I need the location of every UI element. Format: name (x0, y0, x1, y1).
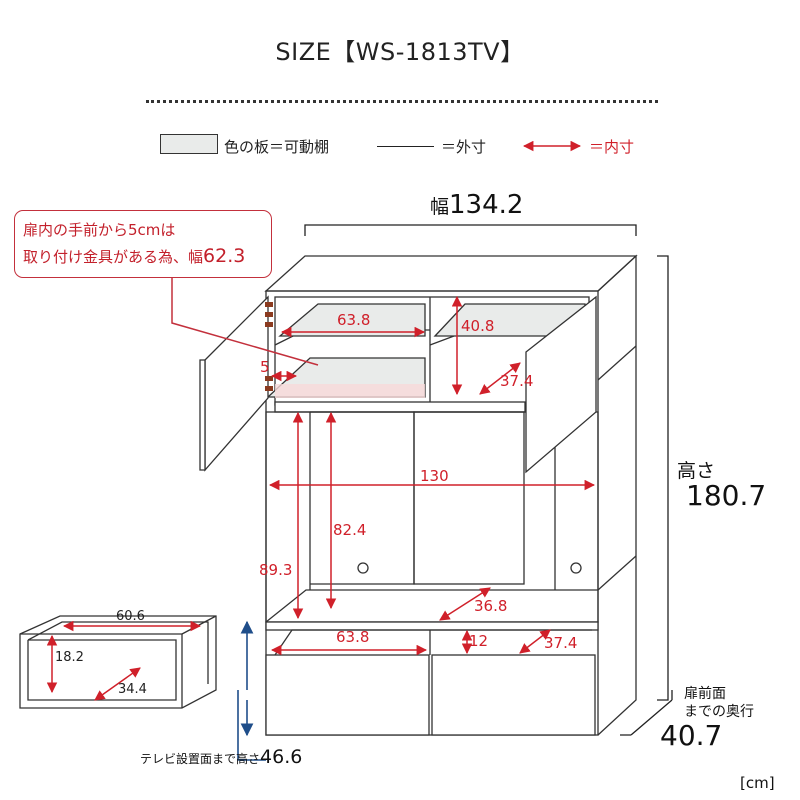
legend-outer-label: ＝外寸 (441, 138, 487, 156)
open-doors (199, 295, 597, 474)
arrow-drawer-depth (94, 667, 141, 701)
note-line-1: 扉内の手前から5cmは (23, 221, 176, 239)
unit-label: [cm] (740, 774, 775, 792)
width-label: 幅134.2 (430, 190, 523, 220)
depth-bracket (620, 690, 673, 736)
dim-middle-width: 130 (420, 467, 449, 485)
dim-lower-right-height: 12 (469, 632, 489, 650)
page-title: SIZE【WS-1813TV】 (275, 38, 525, 66)
note-callout: 扉内の手前から5cmは 取り付け金具がある為、幅62.3 (14, 210, 272, 278)
note-line-2-prefix: 取り付け金具がある為、幅 (23, 248, 204, 266)
dim-lower-right-depth: 37.4 (544, 634, 578, 652)
dim-drawer-height: 18.2 (55, 650, 84, 665)
hinges (265, 302, 273, 391)
dim-upper-right-height: 40.8 (461, 317, 495, 335)
drawer-inset (19, 615, 217, 709)
width-prefix: 幅 (430, 196, 450, 218)
legend-outer-line (377, 146, 434, 147)
height-value: 180.7 (686, 479, 767, 512)
dim-middle-depth: 36.8 (474, 597, 508, 615)
dim-bracket: 5 (260, 358, 270, 376)
depth-prefix-2: までの奥行 (684, 704, 754, 720)
depth-value: 40.7 (660, 719, 723, 752)
tv-height-value: 46.6 (260, 746, 303, 768)
note-pointer (171, 278, 319, 366)
dim-drawer-width: 60.6 (116, 609, 145, 624)
depth-prefix-1: 扉前面 (684, 686, 726, 702)
dim-drawer-depth: 34.4 (118, 682, 147, 697)
tv-height-prefix: テレビ設置面まで高さ (140, 752, 261, 766)
legend-shelf-label: 色の板＝可動棚 (224, 138, 330, 156)
legend-inner-label: ＝内寸 (589, 138, 635, 156)
dim-middle-outer-height: 89.3 (259, 561, 293, 579)
width-value: 134.2 (449, 190, 524, 220)
dim-lower-left-width: 63.8 (336, 628, 370, 646)
legend-shelf-swatch (160, 134, 218, 154)
note-line-2: 取り付け金具がある為、幅62.3 (23, 243, 263, 270)
height-bracket (657, 255, 669, 701)
tv-height-arrow (237, 620, 266, 761)
tv-height-label: テレビ設置面まで高さ46.6 (140, 746, 302, 768)
height-prefix: 高さ (677, 460, 716, 482)
arrow-upper-right-depth (479, 362, 521, 395)
arrow-lower-right-depth (519, 629, 551, 654)
dim-upper-left-width: 63.8 (337, 311, 371, 329)
dim-middle-inner-height: 82.4 (333, 521, 367, 539)
bracket-zone (275, 384, 425, 398)
dim-upper-right-depth: 37.4 (500, 372, 534, 390)
dotted-divider (146, 100, 658, 103)
note-line-2-value: 62.3 (203, 245, 246, 267)
width-bracket (304, 224, 637, 236)
arrow-middle-depth (439, 587, 491, 621)
